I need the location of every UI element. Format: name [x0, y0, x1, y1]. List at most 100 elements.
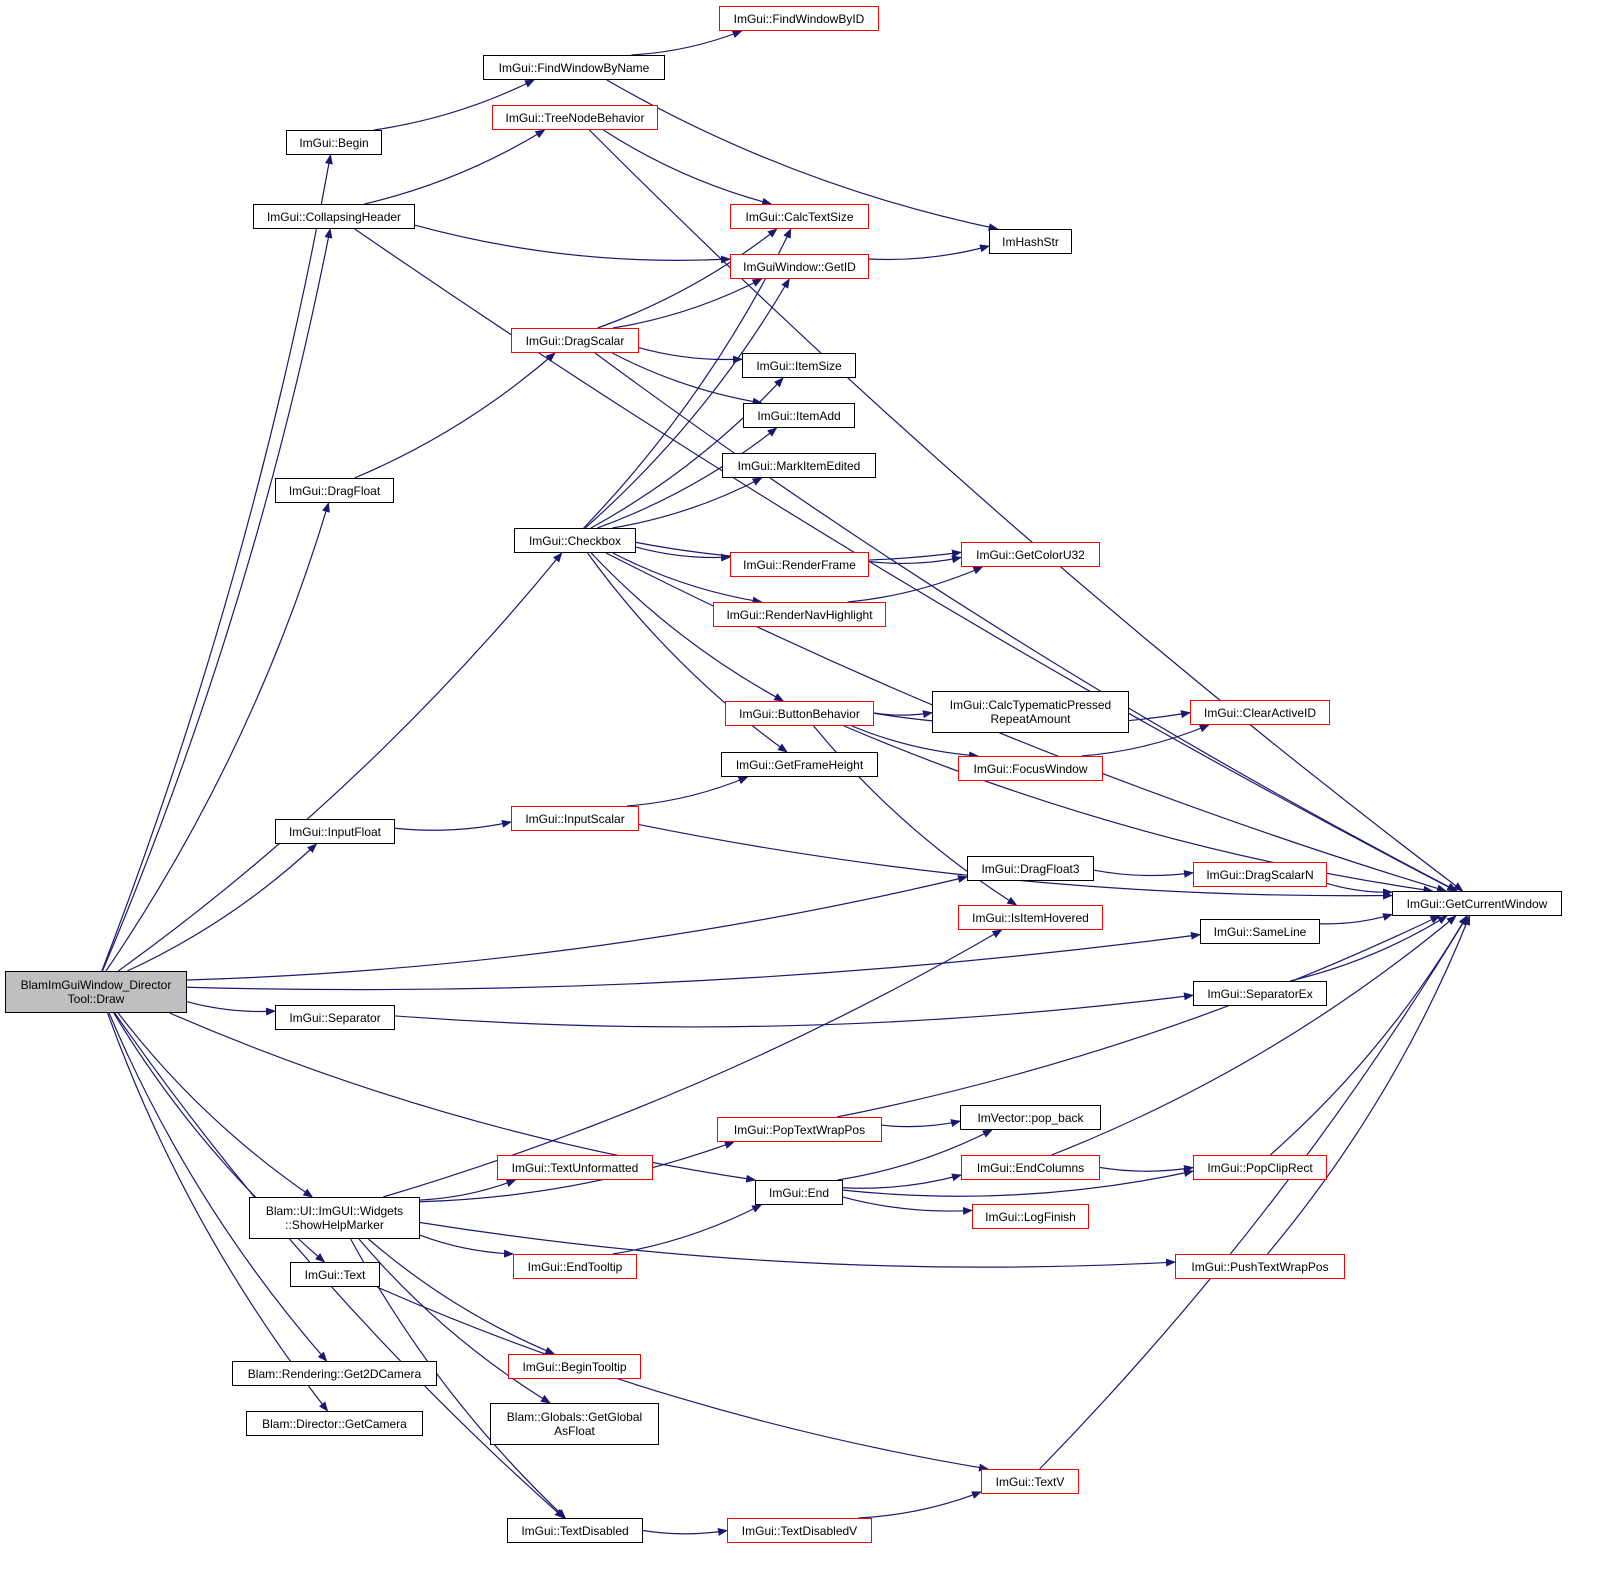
node-clear-active-id[interactable]: ImGui::ClearActiveID — [1190, 700, 1330, 725]
node-render-nav-highlight[interactable]: ImGui::RenderNavHighlight — [713, 602, 886, 627]
node-text-disabled[interactable]: ImGui::TextDisabled — [507, 1518, 643, 1543]
node-is-item-hovered[interactable]: ImGui::IsItemHovered — [958, 905, 1103, 930]
node-text-v[interactable]: ImGui::TextV — [981, 1469, 1079, 1494]
node-drag-float[interactable]: ImGui::DragFloat — [275, 478, 394, 503]
node-show-help-marker[interactable]: Blam::UI::ImGUI::Widgets ::ShowHelpMarke… — [249, 1197, 420, 1239]
node-collapsing-header[interactable]: ImGui::CollapsingHeader — [253, 204, 415, 229]
node-text-unformatted[interactable]: ImGui::TextUnformatted — [497, 1155, 653, 1180]
node-log-finish[interactable]: ImGui::LogFinish — [972, 1204, 1089, 1229]
edge-checkbox-to-button_behavior — [590, 552, 785, 702]
node-get-current-window[interactable]: ImGui::GetCurrentWindow — [1392, 891, 1562, 916]
node-drag-scalar-n[interactable]: ImGui::DragScalarN — [1193, 862, 1327, 887]
edge-checkbox-to-render_nav_highlight — [612, 552, 763, 605]
edge-drag_float3-to-drag_scalar_n — [1093, 869, 1194, 878]
node-end-tooltip[interactable]: ImGui::EndTooltip — [513, 1254, 637, 1279]
node-drag-float3[interactable]: ImGui::DragFloat3 — [967, 856, 1094, 881]
edge-root-to-checkbox — [117, 552, 563, 972]
edge-end-to-log_finish — [842, 1196, 973, 1215]
node-input-float[interactable]: ImGui::InputFloat — [275, 819, 395, 844]
edge-checkbox-to-item_size — [590, 377, 784, 529]
edge-drag_scalar_n-to-get_current_window — [1326, 882, 1393, 897]
edge-focus_window-to-clear_active_id — [1081, 724, 1210, 757]
edge-pop_text_wrap_pos-to-vector_pop_back — [881, 1119, 961, 1128]
node-pop-text-wrap-pos[interactable]: ImGui::PopTextWrapPos — [717, 1117, 882, 1142]
node-button-behavior[interactable]: ImGui::ButtonBehavior — [725, 701, 874, 726]
edge-show_help_marker-to-is_item_hovered — [382, 929, 1003, 1198]
node-item-add[interactable]: ImGui::ItemAdd — [743, 403, 855, 428]
node-imvector-pop-back[interactable]: ImVector::pop_back — [960, 1105, 1101, 1130]
edge-drag_float-to-drag_scalar — [354, 352, 556, 479]
edge-get_id-to-im_hash_str — [868, 244, 990, 261]
edge-find_window_by_name-to-find_window_by_id — [631, 30, 743, 56]
edge-root-to-end — [169, 1012, 757, 1183]
node-im-hash-str[interactable]: ImHashStr — [989, 229, 1072, 254]
root-node-director-tool-draw: BlamImGuiWindow_Director Tool::Draw — [5, 971, 187, 1013]
edge-text-to-text_v — [376, 1286, 990, 1472]
edge-collapsing_header-to-get_id — [414, 224, 731, 264]
node-get-camera[interactable]: Blam::Director::GetCamera — [246, 1411, 423, 1436]
node-end-columns[interactable]: ImGui::EndColumns — [961, 1155, 1100, 1180]
node-begin-tooltip[interactable]: ImGui::BeginTooltip — [508, 1354, 641, 1379]
node-separator[interactable]: ImGui::Separator — [275, 1005, 395, 1030]
node-end[interactable]: ImGui::End — [755, 1180, 843, 1205]
node-calc-typematic-pressed-repeat-amount[interactable]: ImGui::CalcTypematicPressed RepeatAmount — [932, 691, 1129, 733]
edge-root-to-input_float — [127, 843, 318, 972]
node-input-scalar[interactable]: ImGui::InputScalar — [511, 806, 639, 831]
edge-root-to-collapsing_header — [101, 228, 333, 972]
node-tree-node-behavior[interactable]: ImGui::TreeNodeBehavior — [492, 105, 658, 130]
node-drag-scalar[interactable]: ImGui::DragScalar — [511, 328, 639, 353]
node-render-frame[interactable]: ImGui::RenderFrame — [730, 552, 869, 577]
node-item-size[interactable]: ImGui::ItemSize — [742, 353, 856, 378]
edge-show_help_marker-to-begin_tooltip — [368, 1238, 556, 1355]
edge-root-to-drag_float — [105, 502, 330, 972]
edge-end-to-pop_clip_rect — [842, 1169, 1194, 1197]
edge-same_line-to-get_current_window — [1319, 913, 1393, 925]
node-same-line[interactable]: ImGui::SameLine — [1200, 919, 1320, 944]
node-push-text-wrap-pos[interactable]: ImGui::PushTextWrapPos — [1175, 1254, 1345, 1279]
edge-root-to-show_help_marker — [117, 1012, 314, 1198]
edge-input_scalar-to-get_frame_height — [626, 776, 749, 807]
edge-show_help_marker-to-pop_text_wrap_pos — [419, 1141, 735, 1203]
edge-push_text_wrap_pos-to-get_current_window — [1267, 915, 1471, 1255]
edge-end_columns-to-get_current_window — [1051, 915, 1457, 1156]
edge-show_help_marker-to-end_tooltip — [419, 1234, 515, 1258]
node-get-2d-camera[interactable]: Blam::Rendering::Get2DCamera — [232, 1361, 437, 1386]
node-find-window-by-name[interactable]: ImGui::FindWindowByName — [483, 55, 665, 80]
node-text[interactable]: ImGui::Text — [290, 1262, 380, 1287]
edge-separator_ex-to-get_current_window — [1290, 915, 1448, 982]
edge-end_columns-to-pop_clip_rect — [1099, 1164, 1194, 1173]
edge-checkbox-to-get_frame_height — [587, 552, 788, 753]
node-get-color-u32[interactable]: ImGui::GetColorU32 — [961, 542, 1100, 567]
edge-root-to-get_2d_camera — [108, 1012, 328, 1362]
node-mark-item-edited[interactable]: ImGui::MarkItemEdited — [722, 453, 876, 478]
edge-text_disabled-to-text_disabled_v — [642, 1527, 728, 1536]
node-imguiwindow-get-id[interactable]: ImGuiWindow::GetID — [730, 254, 869, 279]
edge-drag_scalar-to-calc_text_size — [597, 228, 778, 329]
node-begin[interactable]: ImGui::Begin — [286, 130, 382, 155]
edge-button_behavior-to-get_current_window — [843, 725, 1434, 894]
node-separator-ex[interactable]: ImGui::SeparatorEx — [1193, 981, 1327, 1006]
edge-text_v-to-get_current_window — [1039, 915, 1468, 1470]
node-calc-text-size[interactable]: ImGui::CalcTextSize — [730, 204, 869, 229]
node-get-frame-height[interactable]: ImGui::GetFrameHeight — [721, 752, 878, 777]
edge-end-to-vector_pop_back — [837, 1129, 993, 1181]
node-checkbox[interactable]: ImGui::Checkbox — [514, 528, 636, 553]
node-text-disabled-v[interactable]: ImGui::TextDisabledV — [727, 1518, 872, 1543]
edge-collapsing_header-to-tree_node_behavior — [364, 129, 546, 205]
edge-render_frame-to-get_color_u32 — [868, 555, 962, 565]
edge-drag_scalar-to-item_size — [638, 347, 743, 364]
node-get-global-as-float[interactable]: Blam::Globals::GetGlobal AsFloat — [490, 1403, 659, 1445]
edge-tree_node_behavior-to-calc_text_size — [603, 129, 773, 206]
node-find-window-by-id[interactable]: ImGui::FindWindowByID — [719, 6, 879, 31]
edge-tree_node_behavior-to-get_current_window — [588, 129, 1464, 892]
edge-show_help_marker-to-text_unformatted — [419, 1179, 517, 1201]
edge-checkbox-to-render_frame — [635, 546, 731, 562]
edge-pop_text_wrap_pos-to-get_current_window — [836, 915, 1441, 1118]
node-pop-clip-rect[interactable]: ImGui::PopClipRect — [1193, 1155, 1327, 1180]
edge-text_disabled_v-to-text_v — [858, 1491, 982, 1519]
node-focus-window[interactable]: ImGui::FocusWindow — [958, 756, 1103, 781]
edge-drag_scalar-to-get_id — [612, 278, 763, 329]
edge-checkbox-to-get_id — [584, 278, 790, 529]
